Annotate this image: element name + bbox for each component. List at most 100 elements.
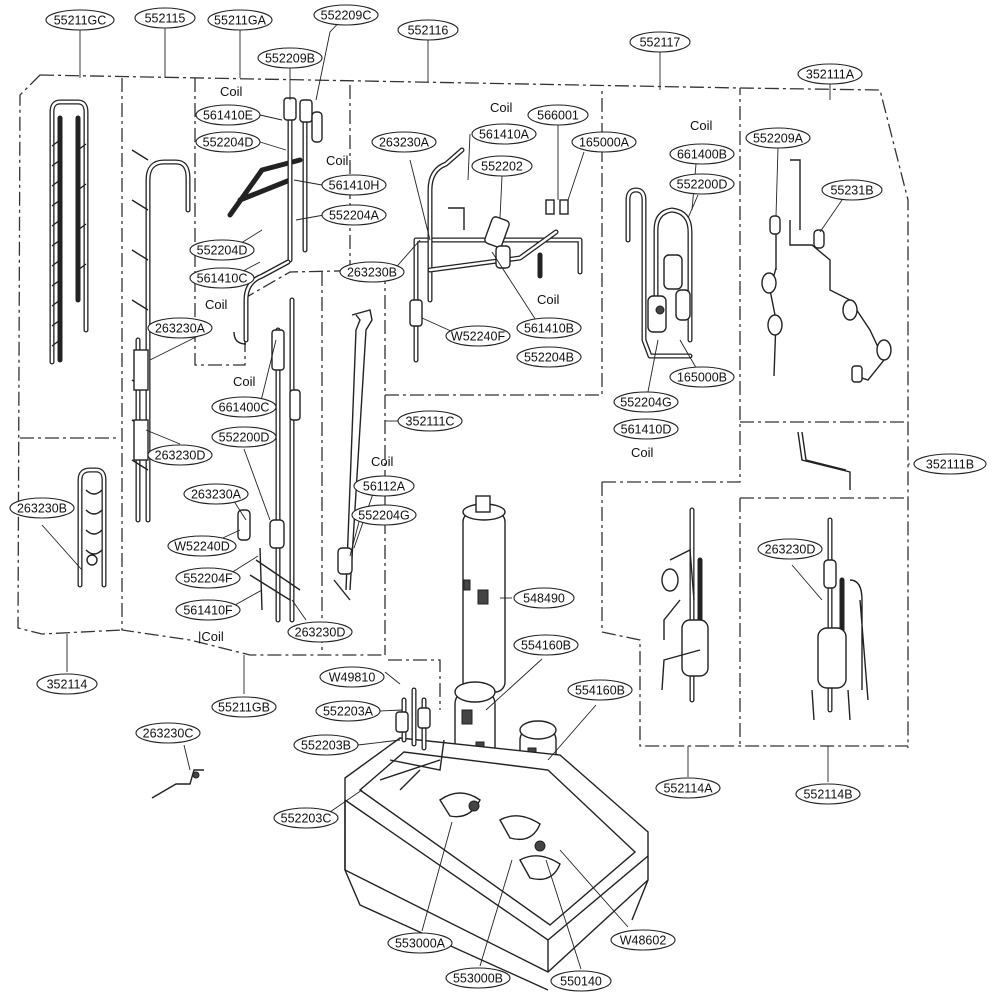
callout-552116[interactable]: 552116 xyxy=(397,19,459,41)
base-pan-assembly xyxy=(344,737,649,991)
callout-352111B[interactable]: 352111B xyxy=(913,453,987,475)
callout-263230B-left[interactable]: 263230B xyxy=(9,497,75,519)
callout-label: 552204G xyxy=(620,396,671,410)
callout-552204G-mid[interactable]: 552204G xyxy=(351,504,417,526)
callout-552204B[interactable]: 552204B xyxy=(516,346,582,368)
callout-165000B[interactable]: 165000B xyxy=(669,366,735,388)
sensor-263230C xyxy=(151,769,204,799)
callout-554160B-a[interactable]: 554160B xyxy=(513,634,579,656)
callout-552203A[interactable]: 552203A xyxy=(315,700,381,722)
callout-W52240F[interactable]: W52240F xyxy=(445,325,511,347)
coil-label: Coil xyxy=(537,292,560,307)
callout-263230B-top[interactable]: 263230B xyxy=(339,261,405,283)
callout-label: 552204F xyxy=(183,572,233,586)
callout-352111A[interactable]: 352111A xyxy=(797,63,863,85)
callout-552209B[interactable]: 552209B xyxy=(257,47,323,69)
callout-W49810[interactable]: W49810 xyxy=(319,666,385,688)
callout-561410C[interactable]: 561410C xyxy=(189,267,255,289)
coil-label: Coil xyxy=(326,153,349,168)
callout-263230D-right[interactable]: 263230D xyxy=(757,538,823,560)
callout-566001[interactable]: 566001 xyxy=(527,104,589,126)
callout-263230A-mid[interactable]: 263230A xyxy=(183,483,249,505)
callout-label: 552209A xyxy=(753,132,804,146)
callout-55231B[interactable]: 55231B xyxy=(821,179,883,201)
callout-561410H[interactable]: 561410H xyxy=(321,174,387,196)
boundary-right-dividers xyxy=(740,421,908,499)
callout-label: 55231B xyxy=(830,184,873,198)
callout-label: 55211GB xyxy=(218,701,270,715)
callout-W48602[interactable]: W48602 xyxy=(610,929,676,951)
callout-548490[interactable]: 548490 xyxy=(513,587,575,609)
callout-552117[interactable]: 552117 xyxy=(629,31,691,53)
callout-561410B[interactable]: 561410B xyxy=(516,317,582,339)
callout-552209C[interactable]: 552209C xyxy=(313,4,379,26)
callout-552115[interactable]: 552115 xyxy=(134,7,196,29)
part-callouts: 55211GC 552115 55211GA 552209C 552209B 5… xyxy=(9,4,987,992)
callout-561410D[interactable]: 561410D xyxy=(613,418,679,440)
callout-552203B[interactable]: 552203B xyxy=(293,734,359,756)
callout-561410E[interactable]: 561410E xyxy=(195,104,261,126)
callout-label: 56112A xyxy=(363,480,406,494)
callout-552200D-right[interactable]: 552200D xyxy=(669,173,735,195)
accumulator-548490 xyxy=(462,495,506,693)
callout-661400B[interactable]: 661400B xyxy=(669,143,735,165)
callout-552114B[interactable]: 552114B xyxy=(795,783,861,805)
callout-352114[interactable]: 352114 xyxy=(36,673,98,695)
callout-label: 548490 xyxy=(523,592,565,606)
callout-553000A[interactable]: 553000A xyxy=(387,932,453,954)
callout-552114A[interactable]: 552114A xyxy=(655,777,721,799)
callout-661400C[interactable]: 661400C xyxy=(211,396,277,418)
callout-label: 55211GA xyxy=(214,14,267,28)
callout-label: 552116 xyxy=(408,24,449,38)
callout-552204F[interactable]: 552204F xyxy=(175,567,241,589)
callout-label: 552204D xyxy=(203,136,254,150)
callout-label: W48602 xyxy=(620,934,667,948)
callout-55211GA[interactable]: 55211GA xyxy=(207,9,273,31)
callout-552209A[interactable]: 552209A xyxy=(745,127,811,149)
callout-263230D-mid[interactable]: 263230D xyxy=(287,621,353,643)
callout-552202[interactable]: 552202 xyxy=(471,155,533,177)
callout-label: 661400B xyxy=(677,148,727,162)
callout-552204G-right[interactable]: 552204G xyxy=(613,391,679,413)
callout-550140[interactable]: 550140 xyxy=(550,970,612,992)
callout-label: 263230C xyxy=(143,727,194,741)
coil-label: Coil xyxy=(690,118,713,133)
callout-553000B[interactable]: 553000B xyxy=(445,967,511,989)
callout-label: 553000A xyxy=(395,937,446,951)
callout-label: 263230A xyxy=(155,322,206,336)
callout-561410F[interactable]: 561410F xyxy=(175,599,241,621)
callout-165000A[interactable]: 165000A xyxy=(571,131,637,153)
callout-56112A[interactable]: 56112A xyxy=(353,475,415,497)
callout-263230A-top[interactable]: 263230A xyxy=(371,131,437,153)
valve-assembly-661400C xyxy=(237,297,301,623)
callout-552200D-left[interactable]: 552200D xyxy=(211,426,277,448)
callout-263230C[interactable]: 263230C xyxy=(135,722,201,744)
callout-552204A[interactable]: 552204A xyxy=(321,204,387,226)
callout-W52240D[interactable]: W52240D xyxy=(167,535,237,557)
callout-554160B-b[interactable]: 554160B xyxy=(567,679,633,701)
callout-352111C[interactable]: 352111C xyxy=(397,410,463,432)
callout-263230A-left[interactable]: 263230A xyxy=(147,317,213,339)
callout-label: 552117 xyxy=(640,36,681,50)
pipe-assembly-552114A xyxy=(661,507,709,703)
boundary-w49810-box xyxy=(388,659,441,710)
coil-label: Coil xyxy=(205,297,228,312)
callout-263230D-left[interactable]: 263230D xyxy=(147,444,213,466)
callout-55211GC[interactable]: 55211GC xyxy=(45,9,115,31)
callout-label: 552204G xyxy=(358,509,409,523)
callout-label: 552114B xyxy=(803,788,852,802)
callout-55211GB[interactable]: 55211GB xyxy=(211,696,277,718)
boundary-top xyxy=(39,74,909,748)
callout-label: 263230D xyxy=(295,626,346,640)
callout-552204D[interactable]: 552204D xyxy=(195,131,261,153)
callout-label: 552203B xyxy=(301,739,351,753)
callout-label: 165000B xyxy=(677,371,727,385)
coil-label: Coil xyxy=(233,374,256,389)
callout-label: 552200D xyxy=(219,431,270,445)
callout-552203C[interactable]: 552203C xyxy=(273,807,339,829)
callout-552204D-lower[interactable]: 552204D xyxy=(189,239,255,261)
callout-561410A[interactable]: 561410A xyxy=(471,123,537,145)
heat-exchanger-coil-55211GC xyxy=(49,99,89,365)
callout-label: 263230A xyxy=(191,488,242,502)
